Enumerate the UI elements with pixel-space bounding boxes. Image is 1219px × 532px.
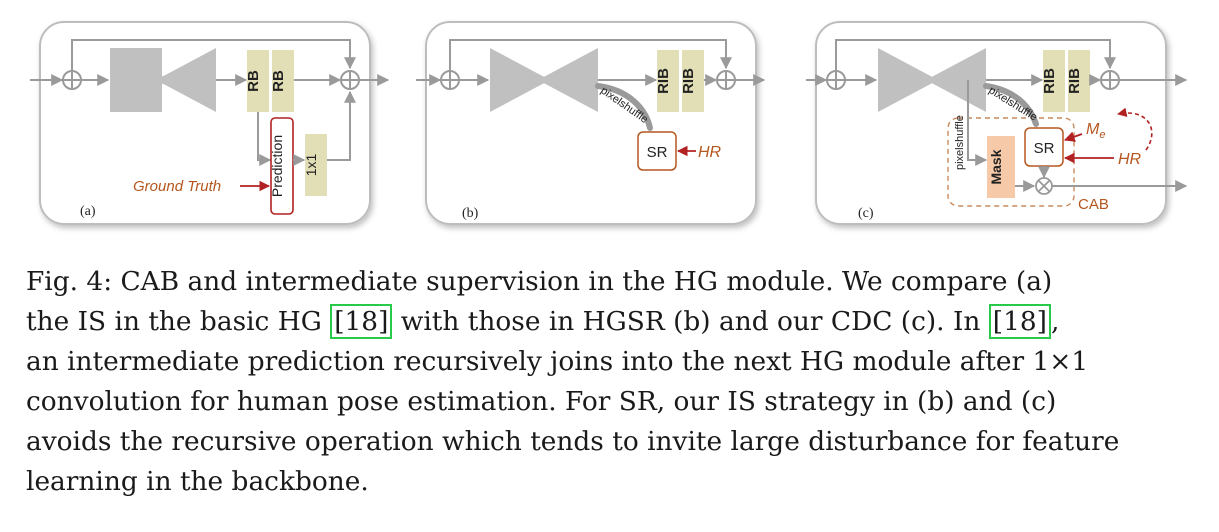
sr-box xyxy=(637,131,677,171)
citation-link[interactable]: [18] xyxy=(988,304,1051,339)
prediction-label: Prediction xyxy=(269,135,285,197)
rb-label-2: RB xyxy=(270,70,287,92)
caption-line-6: learning in the backbone. xyxy=(26,466,369,497)
hourglass-left xyxy=(878,48,938,112)
sr-label: SR xyxy=(1034,140,1055,157)
rib-label-1: RIB xyxy=(655,68,672,94)
hourglass-left xyxy=(490,48,550,112)
conv1x1-block xyxy=(305,134,327,196)
hourglass-right xyxy=(926,48,986,112)
hr-label: HR xyxy=(698,144,722,161)
rib-block-2 xyxy=(682,50,704,112)
panel-b: RIB RIB pixelshuffle SR HR (b) xyxy=(416,21,766,225)
hr-label: HR xyxy=(1118,151,1142,168)
rb-block-1 xyxy=(247,50,269,112)
hourglass-right xyxy=(538,48,598,112)
figure-caption: Fig. 4: CAB and intermediate supervision… xyxy=(26,262,1198,502)
hourglass-right xyxy=(156,48,216,112)
hourglass-left xyxy=(110,48,170,112)
rib-label-1: RIB xyxy=(1041,68,1058,94)
cab-label: CAB xyxy=(1078,196,1109,213)
caption-line-5: avoids the recursive operation which ten… xyxy=(26,426,1120,457)
rb-block-2 xyxy=(272,50,294,112)
caption-line-1: Fig. 4: CAB and intermediate supervision… xyxy=(26,266,1053,297)
panel-c: RIB RIB CAB pixelshuffle pixelshuffle SR… xyxy=(806,21,1188,225)
rib-block-1 xyxy=(657,50,679,112)
rib-block-1 xyxy=(1043,50,1065,112)
sr-label: SR xyxy=(647,144,668,161)
mask-block xyxy=(987,136,1015,198)
ground-truth-label: Ground Truth xyxy=(133,178,221,195)
rib-block-2 xyxy=(1068,50,1090,112)
panel-b-label: (b) xyxy=(462,206,479,221)
panel-c-label: (c) xyxy=(858,206,874,221)
panel-a: RB RB Prediction 1x1 Ground Truth (a) xyxy=(30,21,390,225)
caption-line-4: convolution for human pose estimation. F… xyxy=(26,386,1057,417)
me-feedback-arrow xyxy=(1117,107,1153,151)
figure-diagram: RB RB Prediction 1x1 Ground Truth (a) RI… xyxy=(30,21,1188,225)
conv1x1-label: 1x1 xyxy=(303,154,319,177)
hourglass-encoder-shape xyxy=(110,48,162,112)
me-label: Me xyxy=(1086,121,1105,141)
rb-label-1: RB xyxy=(245,70,262,92)
caption-line-2: the IS in the basic HG [18] with those i… xyxy=(26,304,1060,339)
caption-line-3: an intermediate prediction recursively j… xyxy=(26,346,1089,377)
panel-a-label: (a) xyxy=(80,204,96,219)
citation-link[interactable]: [18] xyxy=(330,304,393,339)
rib-label-2: RIB xyxy=(680,68,697,94)
mask-label: Mask xyxy=(988,149,1004,184)
pixelshuffle-side-label: pixelshuffle xyxy=(954,115,966,170)
prediction-box xyxy=(270,117,294,215)
rib-label-2: RIB xyxy=(1066,68,1083,94)
